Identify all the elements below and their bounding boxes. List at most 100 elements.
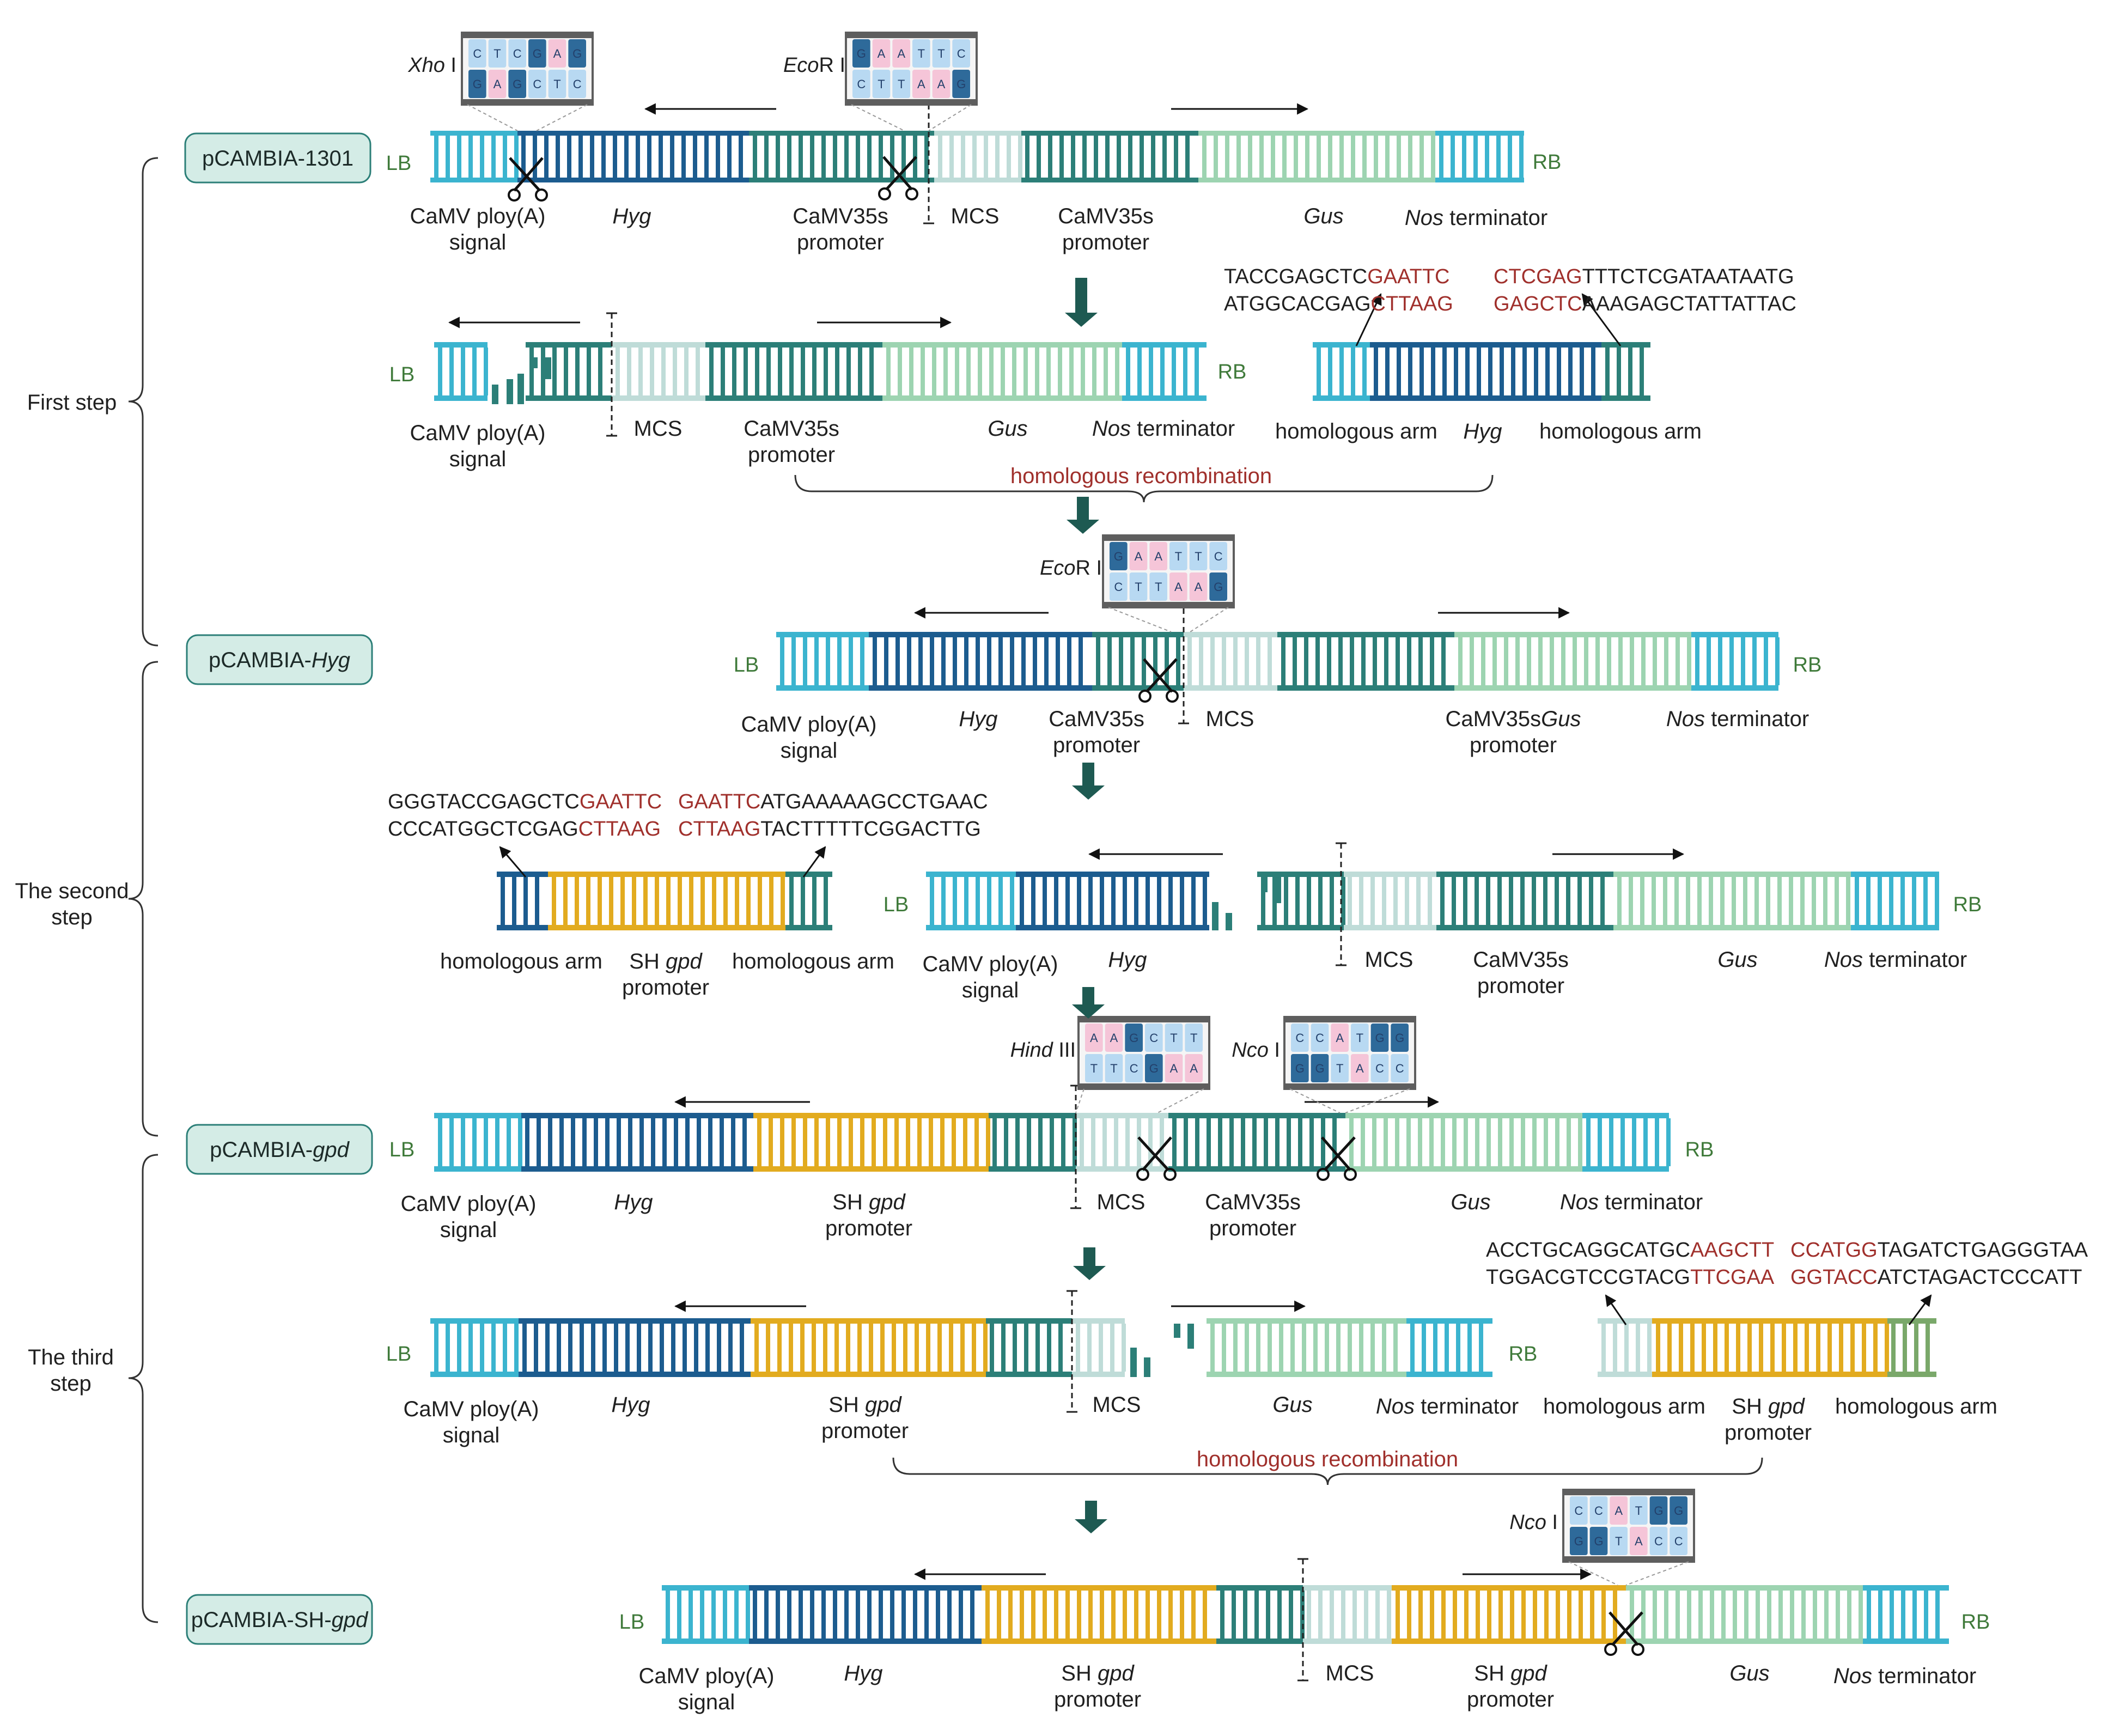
nucleotide-label: C [1149, 1031, 1158, 1045]
dna-rung [909, 348, 913, 395]
dna-rung [1816, 1324, 1820, 1372]
dna-rung [518, 1118, 522, 1166]
dna-rung [1203, 877, 1207, 925]
dna-rung [930, 637, 934, 685]
process-arrow-head [1067, 520, 1099, 534]
dna-strand-bottom [612, 395, 705, 401]
dna-rung [651, 1118, 655, 1166]
dna-rung [1609, 1118, 1613, 1166]
dna-rung [694, 1324, 698, 1372]
dna-rung [1407, 1591, 1411, 1638]
dna-rung [666, 877, 671, 925]
dna-rung [1001, 1324, 1006, 1372]
label-sh-gpd: SH gpd [629, 949, 703, 973]
dna-rung [814, 637, 819, 685]
site-bar-bottom [1284, 1083, 1415, 1089]
dna-segment [934, 131, 1022, 182]
dna-rung [1010, 637, 1014, 685]
dna-rung [821, 136, 826, 178]
dna-rung [776, 136, 780, 178]
dna-rung [1847, 1591, 1851, 1638]
dna-rung [1038, 1118, 1043, 1166]
dna-rung [1666, 1118, 1671, 1166]
scissors-icon [878, 156, 918, 200]
dna-rung [1823, 877, 1827, 925]
dna-rung [989, 348, 994, 395]
dna-rung [472, 348, 477, 395]
nucleotide-label: T [878, 77, 885, 91]
dna-rung [1168, 877, 1173, 925]
rb-label: RB [1961, 1611, 1990, 1634]
dna-rung [1586, 1118, 1591, 1166]
dna-rung [966, 348, 971, 395]
dna-strand-top [1016, 872, 1209, 877]
label-homologous-arm: homologous arm [1543, 1394, 1705, 1418]
label-camv-polya-2: signal [781, 739, 838, 763]
dna-segment [751, 1318, 988, 1377]
dna-rung [480, 136, 484, 178]
dna-rung [1577, 877, 1582, 925]
scissors-blade [1611, 1611, 1643, 1646]
nucleotide-top [1370, 1024, 1389, 1052]
dna-segment [1184, 632, 1277, 691]
dna-rung [1640, 877, 1644, 925]
dna-rung [1520, 877, 1525, 925]
dna-rung [1364, 1591, 1368, 1638]
dna-rung [1630, 637, 1634, 685]
scissors-handle [905, 187, 918, 200]
nucleotide-label: C [533, 77, 541, 91]
dna-rung [1007, 136, 1011, 178]
dna-rung [1733, 1591, 1737, 1638]
dna-rung [764, 1591, 769, 1638]
dna-rung [1065, 1591, 1070, 1638]
dna-strand-top [434, 1113, 521, 1118]
label-camv35s: CaMV35s [1049, 707, 1144, 731]
nucleotide-label: T [1155, 580, 1162, 594]
dna-rung [961, 136, 965, 178]
dna-rung [1752, 637, 1757, 685]
dna-strand-top [705, 342, 882, 348]
dna-rung [704, 136, 709, 178]
seq-s3-left-top: ACCTGCAGGCATGCAAGCTT [1486, 1239, 1774, 1262]
dna-rung [522, 1324, 527, 1372]
dna-rung [800, 1324, 805, 1372]
dna-strand-top [1344, 872, 1436, 877]
nucleotide-label: C [1594, 1504, 1603, 1518]
dna-rung [559, 1118, 564, 1166]
label-camv-polya: CaMV ploy(A) [923, 952, 1058, 976]
nucleotide-bottom [1391, 1054, 1409, 1082]
dna-rung [1336, 1324, 1341, 1372]
seq-s2-right-bottom: CTTAAGTACTTTTTCGGACTTG [678, 818, 981, 840]
nucleotide-label: C [513, 47, 522, 60]
dna-rung [1153, 637, 1157, 685]
dna-strand-bottom [989, 1166, 1076, 1172]
dna-rung [661, 348, 666, 395]
dna-segment [1652, 1318, 1889, 1377]
dna-rung [1664, 1591, 1668, 1638]
dna-rung [1361, 637, 1366, 685]
dna-strand-top [926, 872, 1016, 877]
dna-rung [1486, 877, 1490, 925]
dna-segment [1392, 1585, 1626, 1644]
dna-strand-top [1436, 872, 1613, 877]
dna-rung [484, 348, 488, 395]
dna-segment [430, 131, 519, 182]
dna-rung [1914, 1324, 1918, 1372]
dna-segment [1436, 872, 1613, 930]
dna-rung [1081, 348, 1085, 395]
nucleotide-bottom [892, 70, 910, 98]
nucleotide-label: A [1135, 550, 1143, 563]
dna-rung [643, 877, 648, 925]
dna-rung [964, 637, 968, 685]
dna-rung [1521, 1591, 1526, 1638]
nucleotide-top [852, 39, 870, 68]
dna-rung [1935, 877, 1939, 925]
dna-rung [955, 348, 959, 395]
dna-strand-bottom [1436, 925, 1613, 930]
dna-strand-bottom [434, 1166, 521, 1172]
dna-rung [721, 348, 725, 395]
dna-rung [1770, 1324, 1775, 1372]
svg-text:pCAMBIA-SH-gpd: pCAMBIA-SH-gpd [191, 1608, 369, 1632]
dna-strand-bottom [1691, 685, 1778, 691]
dna-rung [1043, 1591, 1047, 1638]
